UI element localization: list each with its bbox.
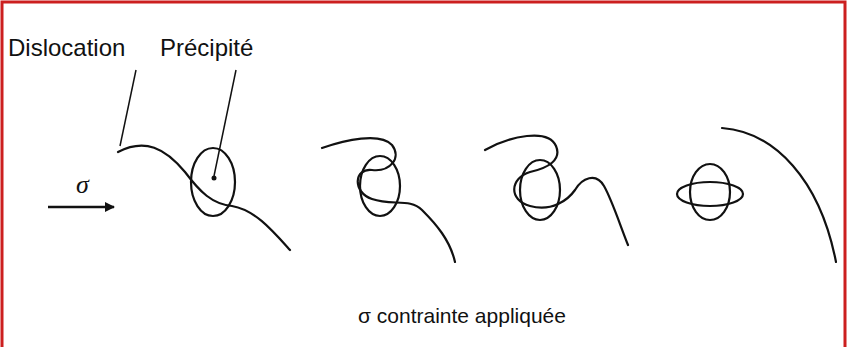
precipitate	[360, 156, 400, 216]
part-label: Dislocation	[8, 34, 125, 62]
caption: σ contrainte appliquée	[358, 304, 566, 328]
dislocation-line	[118, 146, 290, 250]
part-label: Précipité	[160, 34, 253, 62]
stress-symbol: σ	[76, 170, 89, 200]
leader-line	[120, 70, 136, 146]
stress-arrow	[48, 206, 114, 209]
leader-line	[214, 70, 236, 176]
leader-dot	[212, 176, 217, 181]
precipitate	[690, 164, 730, 220]
dislocation-line	[322, 138, 455, 262]
dislocation-line	[485, 136, 628, 245]
dislocation-loop	[677, 182, 743, 206]
dislocation-line	[722, 128, 836, 262]
